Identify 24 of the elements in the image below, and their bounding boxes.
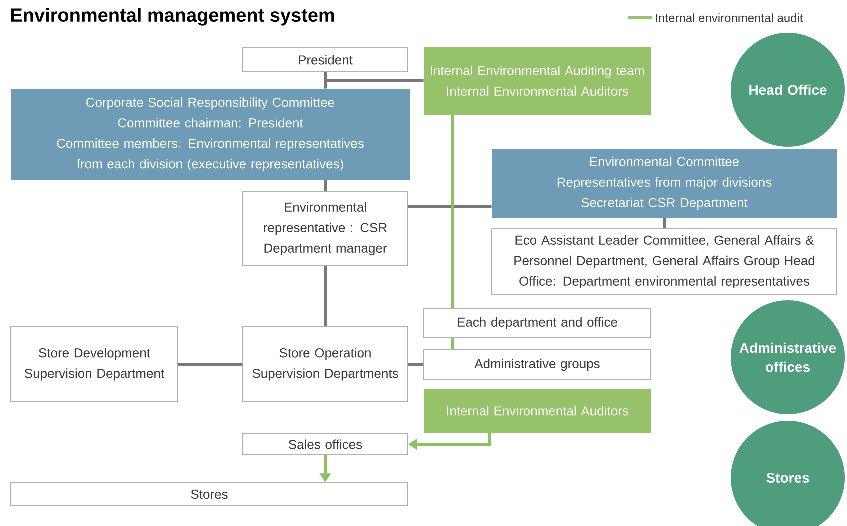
connector xyxy=(408,363,424,366)
connector xyxy=(451,115,454,309)
title: Environmental management system xyxy=(11,8,334,26)
legend-entry: Internal environmental audit xyxy=(628,14,804,22)
committee-box: Environmental Committee Representatives from major divisions Secretariat CSR Department xyxy=(492,148,837,218)
org-box: Administrative groups xyxy=(424,350,652,380)
org-box: Eco Assistant Leader Committee, General Affairs & Personnel Department, General Affairs Group Head Office: Department environmental representatives xyxy=(492,228,838,296)
org-box: Store Operation Supervision Departments xyxy=(242,326,408,402)
connector xyxy=(451,338,454,350)
connector xyxy=(324,266,327,327)
org-box: Environmental representative : CSR Department manager xyxy=(242,192,408,266)
auditor-box: Internal Environmental Auditors xyxy=(424,388,651,433)
connector xyxy=(408,205,492,208)
org-box: President xyxy=(242,48,408,72)
org-box: Each department and office xyxy=(424,308,652,338)
org-box: Sales offices xyxy=(242,434,408,456)
committee-box: Corporate Social Responsibility Committee Committee chairman: President Committee members: Environmental representatives from each division (executive representatives) xyxy=(11,88,410,180)
connector xyxy=(324,72,424,82)
connector xyxy=(663,218,666,229)
org-box: Store Development Supervision Department xyxy=(10,326,178,402)
org-box: Stores xyxy=(10,482,408,506)
connector xyxy=(324,180,327,192)
connector xyxy=(178,362,243,366)
audit-team-box: Internal Environmental Auditing team Internal Environmental Auditors xyxy=(424,46,651,115)
